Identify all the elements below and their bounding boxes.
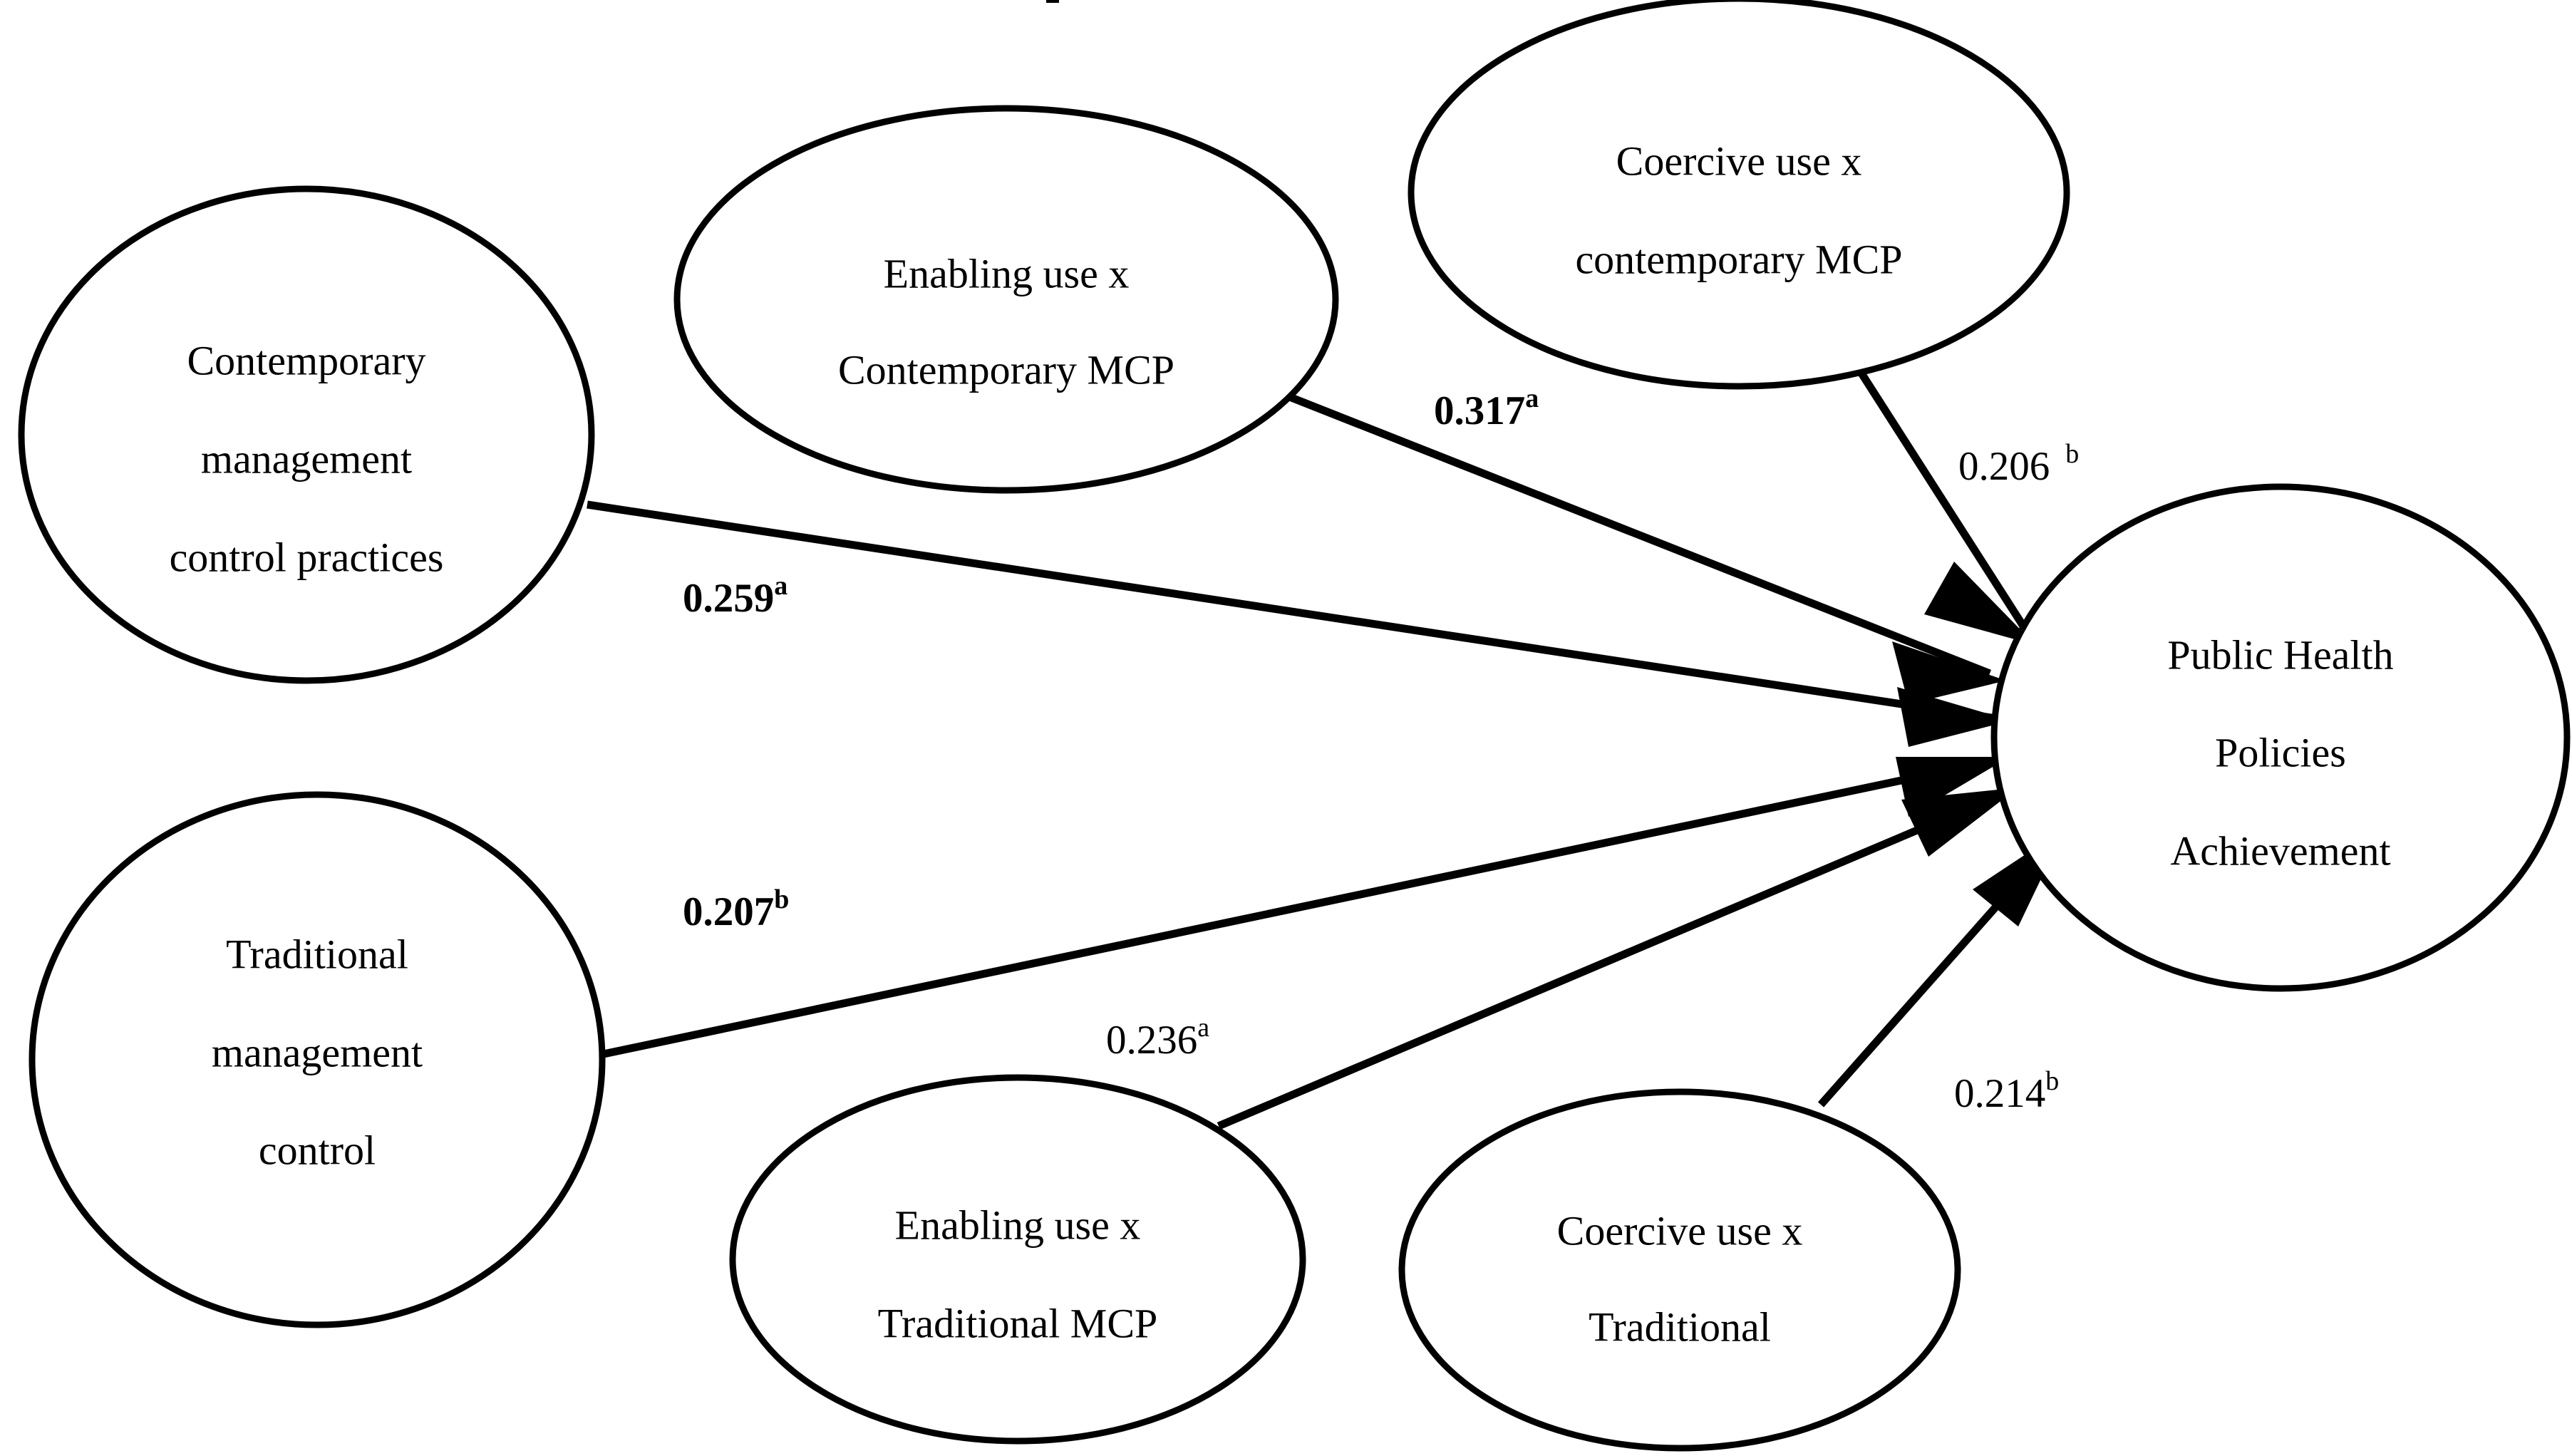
node-label-line: Contemporary [187,337,425,383]
edge-line [599,757,1994,1059]
node-ellipse[interactable] [1990,483,2571,992]
node-enabling-contemporary[interactable]: Enabling use x Contemporary MCP [673,105,1339,494]
node-ellipse[interactable] [673,105,1339,494]
node-label-line: control [259,1127,376,1173]
edge-label-enabling-contemporary: 0.317a [1434,383,1539,433]
edge-coefficient: 0.236 [1106,1018,1197,1063]
edge-label-coercive-traditional: 0.214b [1954,1066,2059,1116]
edge-significance: a [774,571,787,601]
edge-line [587,500,1996,723]
edge-label-enabling-traditional: 0.236a [1106,1013,1209,1063]
edge-significance: b [2065,439,2079,469]
node-ellipse[interactable] [18,185,595,684]
edge-coefficient: 0.206 [1958,444,2050,489]
edge-coefficient: 0.207 [683,889,774,934]
node-label-line: Traditional [1589,1303,1771,1350]
edge-coefficient: 0.259 [683,576,774,621]
edge-contemporary-mcp [587,500,2011,747]
node-ellipse[interactable] [1398,1088,1961,1452]
node-label-line: management [201,435,412,482]
node-label-line: Achievement [2170,827,2390,874]
edge-line [1275,388,1992,678]
edge-line [1849,358,2028,629]
node-ellipse[interactable] [1408,0,2070,390]
edge-coefficient: 0.317 [1434,388,1525,433]
edge-label-coercive-contemporary: 0.206 b [1958,439,2079,489]
node-label-line: management [212,1029,423,1075]
node-coercive-contemporary[interactable]: Coercive use x contemporary MCP [1408,0,2070,390]
arrow-head [1892,641,2006,704]
edge-coercive-contemporary [1849,358,2035,645]
node-label-line: Coercive use x [1616,138,1862,184]
edge-enabling-contemporary [1275,388,2006,704]
edge-line [1217,790,2003,1130]
edge-coefficient: 0.214 [1954,1071,2045,1116]
edge-coercive-traditional [1817,828,2065,1108]
node-label-line: control practices [170,534,444,580]
arrow-head [1897,687,2011,747]
edge-significance: b [774,884,789,914]
edge-label-contemporary-mcp: 0.259a [683,571,787,621]
node-label-line: contemporary MCP [1575,236,1902,282]
node-label-line: Public Health [2167,631,2393,678]
node-label-line: Traditional [226,931,408,977]
node-ellipse[interactable] [729,1074,1306,1445]
edge-traditional-mc [599,757,2010,1059]
node-label-line: Contemporary MCP [838,346,1174,393]
node-enabling-traditional[interactable]: Enabling use x Traditional MCP [729,1074,1306,1445]
edge-enabling-traditional [1217,788,2018,1130]
node-traditional-mc[interactable]: Traditional management control [29,791,606,1328]
edge-significance: a [1525,383,1539,413]
edge-significance: b [2045,1066,2059,1096]
node-public-health-outcome[interactable]: Public Health Policies Achievement [1990,483,2571,992]
node-label-line: Enabling use x [895,1202,1141,1248]
node-label-line: Traditional MCP [878,1300,1158,1346]
edge-label-traditional-mc: 0.207b [683,884,789,934]
arrow-head [1901,788,2018,857]
node-label-line: Enabling use x [884,250,1130,296]
node-contemporary-mcp[interactable]: Contemporary management control practice… [18,185,595,684]
nodes-layer: Contemporary management control practice… [18,0,2571,1452]
node-label-line: Policies [2215,729,2346,775]
node-coercive-traditional[interactable]: Coercive use x Traditional [1398,1088,1961,1452]
edges-layer [587,358,2065,1130]
node-ellipse[interactable] [29,791,606,1328]
node-label-line: Coercive use x [1557,1207,1803,1254]
edge-significance: a [1197,1013,1209,1043]
clipped-title-fragment [1046,0,1059,3]
arrow-head [1924,562,2035,645]
